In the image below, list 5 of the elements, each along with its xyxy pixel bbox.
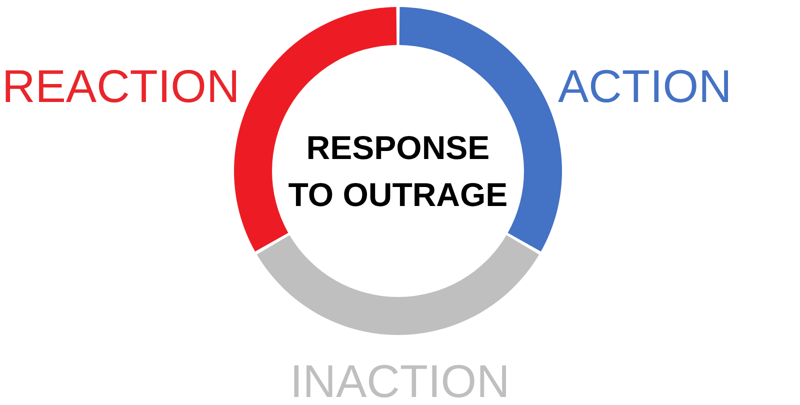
- center-label: RESPONSE TO OUTRAGE: [285, 124, 511, 218]
- segment-label: ACTION: [558, 66, 732, 108]
- segment-label: INACTION: [290, 361, 510, 402]
- ring-segment: [256, 235, 540, 335]
- segment-label: REACTION: [2, 66, 240, 108]
